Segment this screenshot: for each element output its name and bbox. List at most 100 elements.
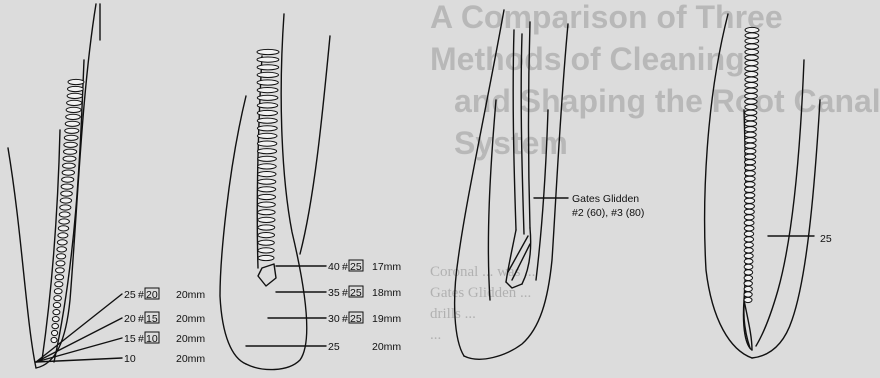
file-flute [61,191,73,196]
svg-text:#: # [138,333,144,345]
panel-2-label-length: 19mm [372,313,401,325]
file-flute [744,220,754,225]
file-flute [62,170,74,175]
panel-1-labels: 25 # 20 20mm 20 # 15 20mm 15 # 10 20mm 1… [124,288,205,365]
panel-2-label-length: 18mm [372,287,401,299]
svg-text:#: # [342,261,348,273]
file-flute [744,297,752,302]
file-flute [258,240,274,245]
panel-3-callout: Gates Glidden #2 (60), #3 (80) [572,193,644,219]
file-flute [257,133,277,138]
panel-2-file [257,49,279,260]
file-flute [258,164,277,169]
file-flute [257,110,277,115]
file-flute [744,204,754,209]
file-flute [745,88,758,93]
file-flute [745,110,757,115]
panel-3-tooth [455,10,568,359]
file-flute [68,79,84,84]
file-flute [258,255,274,260]
file-flute [744,226,754,231]
file-flute [745,176,756,181]
file-flute [258,172,276,177]
panel-2-label-prefix: 40 [328,261,340,273]
file-flute [54,296,62,301]
file-flute [745,49,759,54]
file-flute [745,27,759,32]
file-flute [257,57,279,62]
file-flute [258,225,275,230]
file-flute [56,261,65,266]
panel-2-labels: 40 # 25 17mm 35 # 25 18mm 30 # 25 19mm 2… [328,260,401,353]
file-flute [57,247,67,252]
file-flute [258,156,277,161]
file-flute [57,240,67,245]
file-flute [745,116,757,121]
file-flute [745,127,757,132]
panel-1-label-length: 20mm [176,333,205,345]
file-flute [61,184,73,189]
file-flute [62,177,74,182]
file-flute [258,179,276,184]
file-flute [67,100,82,105]
svg-text:#: # [138,313,144,325]
svg-text:#: # [342,287,348,299]
file-flute [744,275,752,280]
file-flute [745,160,756,165]
file-flute [745,99,757,104]
file-flute [56,268,65,273]
file-flute [258,233,275,238]
file-flute [745,171,756,176]
file-flute [744,231,753,236]
file-flute [744,198,754,203]
file-flute [63,156,76,161]
panel-1-label-boxed: 20 [146,289,158,301]
panel-1-label-prefix: 20 [124,313,136,325]
panel-2-label-boxed: 25 [350,313,362,325]
file-flute [744,242,753,247]
file-flute [60,198,71,203]
file-flute [258,210,275,215]
panel-2-label-prefix: 30 [328,313,340,325]
panel-3-callout-sizes: #2 (60), #3 (80) [572,207,644,219]
panel-2-label-length: 17mm [372,261,401,273]
panel-2-label-length: 20mm [372,341,401,353]
file-flute [65,121,79,126]
file-flute [745,105,757,110]
file-flute [745,94,758,99]
file-flute [744,259,753,264]
file-flute [744,187,754,192]
file-flute [55,275,63,280]
file-flute [60,205,71,210]
panel-2-label-prefix: 25 [328,341,340,353]
file-flute [744,248,753,253]
file-flute [67,93,82,98]
file-flute [53,310,60,315]
file-flute [257,126,277,131]
file-flute [258,248,274,253]
file-flute [744,193,754,198]
panel-1-label-prefix: 25 [124,289,136,301]
panel-1-label-length: 20mm [176,313,205,325]
file-flute [58,233,68,238]
file-flute [744,209,754,214]
file-flute [745,66,758,71]
file-flute [257,88,278,93]
file-flute [257,65,279,70]
file-flute [52,324,59,329]
file-flute [66,107,81,112]
file-flute [54,289,62,294]
file-flute [744,292,752,297]
file-flute [745,121,757,126]
file-flute [257,72,278,77]
file-flute [744,182,755,187]
panel-1-label-length: 20mm [176,289,205,301]
panel-1-label-prefix: 10 [124,353,136,365]
file-flute [257,80,278,85]
file-flute [258,202,276,207]
panel-2-label-boxed: 25 [350,287,362,299]
panel-1-tooth [8,4,100,368]
file-flute [744,253,753,258]
file-flute [745,77,758,82]
